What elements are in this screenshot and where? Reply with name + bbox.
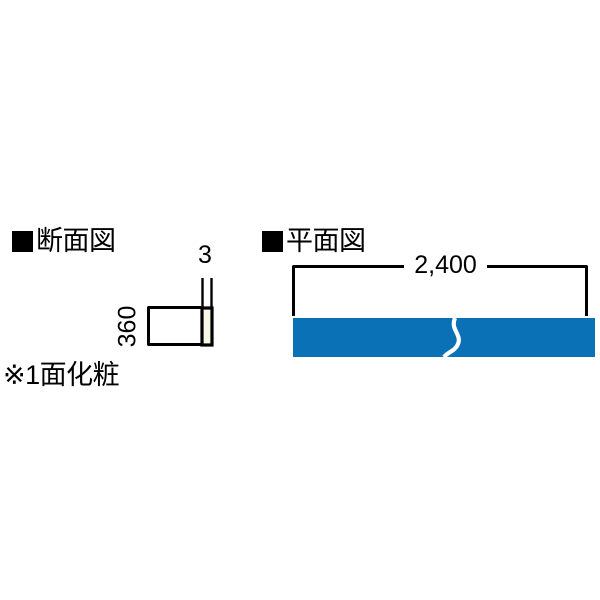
plan-view-heading-label: 平面図 (286, 226, 366, 256)
section-height-dimension-label: 360 (113, 298, 143, 354)
plan-board-fill (293, 318, 595, 357)
plan-view-heading: 平面図 (262, 228, 366, 255)
filled-square-bullet-icon (12, 231, 33, 252)
section-view-heading-label: 断面図 (36, 226, 116, 256)
section-view-heading: 断面図 (12, 228, 116, 255)
plan-length-dimension-label: 2,400 (404, 253, 487, 278)
plan-length-dimension (292, 265, 588, 316)
section-height-dimension (147, 306, 201, 346)
filled-square-bullet-icon (262, 231, 283, 252)
section-height-value: 360 (113, 305, 142, 347)
break-line-icon (442, 318, 461, 357)
finish-note: ※1面化粧 (3, 360, 120, 390)
section-thickness-dimension-label: 3 (198, 241, 212, 269)
section-thickness-dimension (201, 278, 213, 308)
plan-board-band (293, 318, 595, 357)
section-panel-profile (200, 306, 214, 347)
